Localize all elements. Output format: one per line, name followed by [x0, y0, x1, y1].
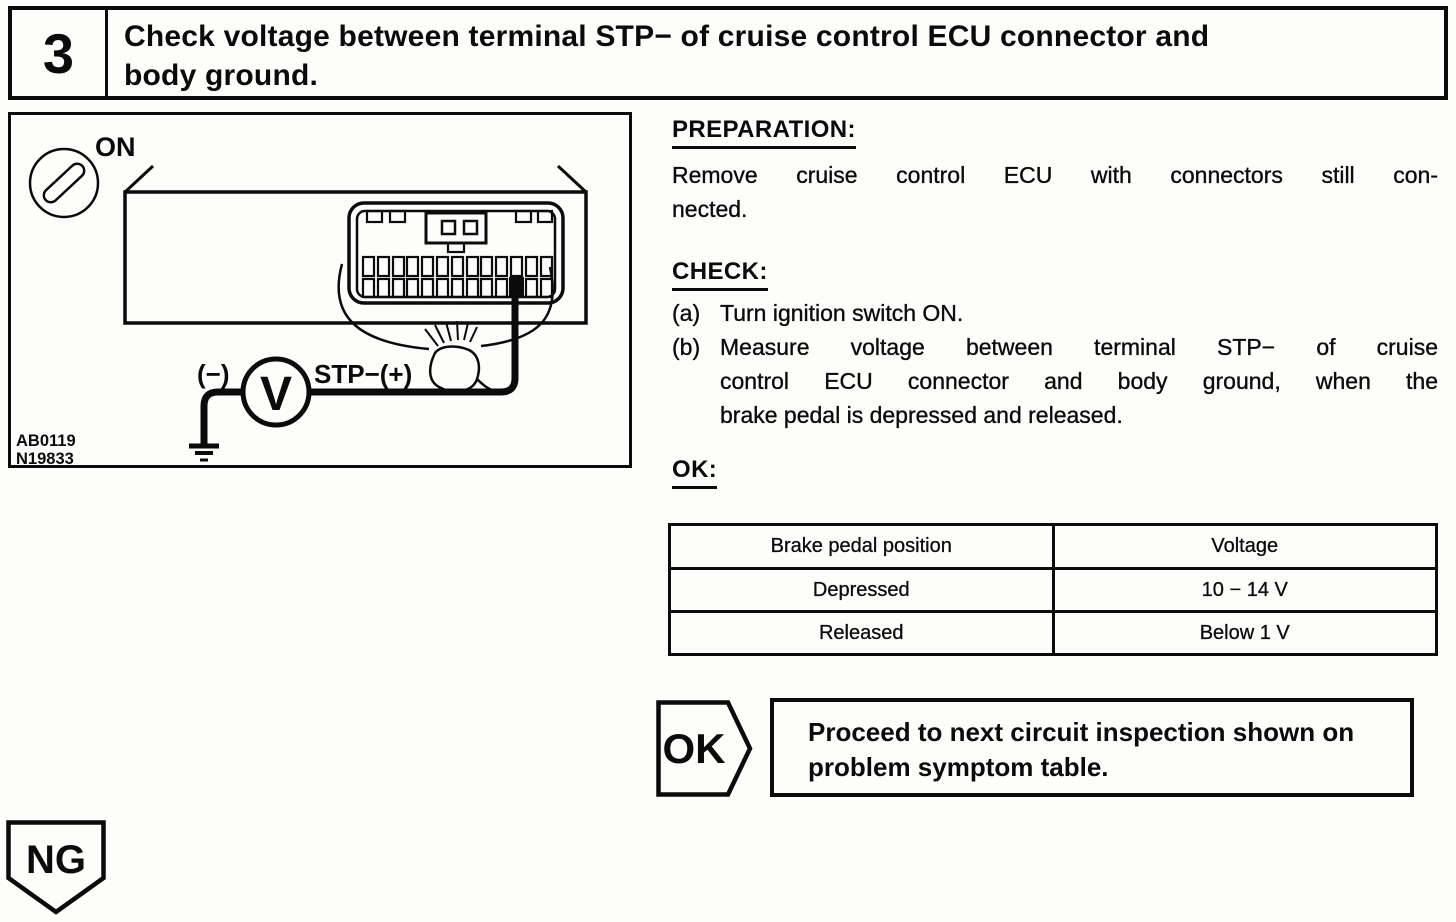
ecu-connector	[347, 201, 565, 305]
ok-arrow-badge: OK	[656, 700, 753, 797]
terminal-row-bottom	[361, 277, 554, 299]
table-header-brake-pedal: Brake pedal position	[668, 523, 1055, 570]
check-heading-wrap: CHECK:	[672, 258, 768, 291]
step-title: Check voltage between terminal STP− of c…	[108, 10, 1444, 96]
voltmeter-icon: V	[240, 356, 312, 428]
figure-box: ON	[8, 112, 632, 468]
check-item-b: (b) Measure voltage between terminal STP…	[672, 330, 1438, 432]
harness-hatch-lines	[424, 320, 478, 347]
step-header: 3 Check voltage between terminal STP− of…	[8, 6, 1448, 100]
preparation-line-2: nected.	[672, 196, 748, 222]
table-row: Depressed 10 − 14 V	[668, 567, 1438, 613]
step-title-line-1: Check voltage between terminal STP− of c…	[124, 20, 1210, 53]
check-item-a-line-1: Turn ignition switch ON.	[720, 300, 964, 326]
table-header-row: Brake pedal position Voltage	[668, 523, 1438, 570]
ground-icon	[189, 443, 219, 462]
ok-action-line-2: problem symptom table.	[808, 752, 1109, 782]
voltage-spec-table: Brake pedal position Voltage Depressed 1…	[668, 523, 1438, 656]
ok-action-box: Proceed to next circuit inspection shown…	[770, 698, 1414, 797]
check-item-b-line-1: Measure voltage between terminal STP− of…	[720, 334, 1438, 360]
check-item-b-line-3: brake pedal is depressed and released.	[720, 402, 1123, 428]
check-item-b-marker: (b)	[672, 334, 701, 360]
ecu-box	[123, 164, 588, 325]
meter-positive-label: STP−(+)	[314, 359, 412, 389]
figure-code-1: AB0119	[16, 432, 76, 450]
test-lead-wires	[200, 298, 519, 444]
table-cell-position: Released	[668, 610, 1055, 656]
wiring-diagram: ON	[16, 132, 588, 465]
ignition-key-icon	[28, 147, 100, 219]
ok-badge-label: OK	[663, 725, 726, 772]
check-item-a: (a) Turn ignition switch ON.	[672, 296, 1438, 330]
ng-badge-label: NG	[26, 838, 86, 882]
table-header-voltage: Voltage	[1051, 523, 1438, 570]
ng-badge: NG	[6, 820, 106, 915]
preparation-heading: PREPARATION:	[672, 116, 856, 149]
voltmeter-letter: V	[260, 368, 292, 421]
ok-heading-wrap: OK:	[672, 456, 718, 489]
ok-action-line-1: Proceed to next circuit inspection shown…	[808, 717, 1355, 747]
ignition-on-label: ON	[95, 132, 136, 162]
preparation-heading-wrap: PREPARATION:	[672, 116, 856, 149]
table-row: Released Below 1 V	[668, 610, 1438, 656]
step-title-line-2: body ground.	[124, 59, 319, 92]
terminal-row-top	[361, 255, 554, 278]
ok-heading: OK:	[672, 456, 718, 489]
step-number: 3	[12, 10, 108, 96]
check-item-a-marker: (a)	[672, 300, 701, 326]
check-heading: CHECK:	[672, 258, 768, 291]
preparation-line-1: Remove cruise control ECU with connector…	[672, 162, 1438, 188]
check-item-b-line-2: control ECU connector and body ground, w…	[720, 368, 1438, 394]
stp-terminal	[509, 277, 524, 298]
table-cell-position: Depressed	[668, 567, 1055, 613]
figure-code-2: N19833	[16, 450, 74, 465]
preparation-text: Remove cruise control ECU with connector…	[672, 158, 1438, 226]
meter-negative-label: (−)	[197, 359, 230, 389]
table-cell-voltage: 10 − 14 V	[1051, 567, 1438, 613]
check-list: (a) Turn ignition switch ON. (b) Measure…	[672, 296, 1438, 432]
table-cell-voltage: Below 1 V	[1051, 610, 1438, 656]
wire-harness	[337, 263, 554, 394]
